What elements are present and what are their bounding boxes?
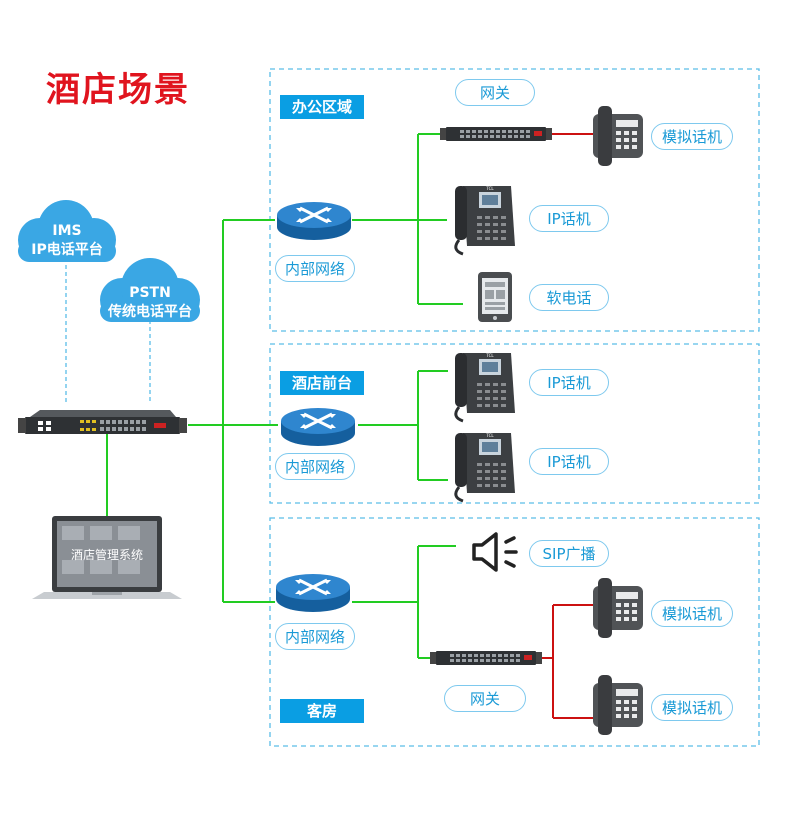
zone-label-office: 办公区域: [280, 95, 364, 119]
office-gateway-label: 网关: [455, 79, 535, 106]
guest-room-analog-phone-2-label: 模拟话机: [651, 694, 733, 721]
pstn-cloud-label: PSTN 传统电话平台: [100, 284, 200, 322]
pstn-cloud-icon: [100, 258, 200, 322]
zone-guest-room-border: [269, 517, 760, 747]
front-desk-ip-phone-2-icon: [453, 431, 517, 503]
zone-office-border: [269, 68, 760, 332]
office-ip-phone-icon: [453, 184, 517, 256]
laptop-label: 酒店管理系统: [70, 548, 143, 562]
front-desk-ip-phone-1-label: IP话机: [529, 369, 609, 396]
pstn-cloud-label-line2: 传统电话平台: [108, 304, 192, 320]
front-desk-ip-phone-2-label: IP话机: [529, 448, 609, 475]
tablet-icon: [478, 272, 512, 322]
pstn-cloud-label-line1: PSTN: [129, 285, 171, 301]
zone-front-desk-border: [269, 343, 760, 504]
ims-cloud-label-line1: IMS: [52, 223, 82, 239]
guest-room-analog-phone-1-label: 模拟话机: [651, 600, 733, 627]
guest-room-sip-broadcast-label: SIP广播: [529, 540, 609, 567]
guest-room-gateway-icon: [430, 651, 542, 665]
office-gateway-icon: [440, 127, 552, 141]
office-softphone-label: 软电话: [529, 284, 609, 311]
office-analog-phone-icon: [593, 106, 643, 166]
laptop-icon: [32, 516, 182, 599]
office-router-icon: [275, 200, 353, 242]
front-desk-router-label: 内部网络: [275, 453, 355, 480]
guest-room-analog-phone-2-icon: [593, 675, 643, 735]
zone-label-front-desk: 酒店前台: [280, 371, 364, 395]
guest-room-router-icon: [274, 572, 352, 614]
speaker-icon: [472, 532, 518, 572]
guest-room-router-label: 内部网络: [275, 623, 355, 650]
red-links: [538, 133, 593, 719]
ims-cloud-label: IMS IP电话平台: [18, 222, 116, 260]
guest-room-gateway-label: 网关: [444, 685, 526, 712]
ims-cloud-icon: [18, 200, 116, 262]
office-ip-phone-label: IP话机: [529, 205, 609, 232]
core-switch-icon: [18, 410, 187, 434]
zone-label-guest-room: 客房: [280, 699, 364, 723]
ims-cloud-label-line2: IP电话平台: [31, 242, 103, 258]
front-desk-ip-phone-1-icon: [453, 351, 517, 423]
page-title: 酒店场景: [46, 70, 190, 110]
guest-room-analog-phone-1-icon: [593, 578, 643, 638]
office-router-label: 内部网络: [275, 255, 355, 282]
front-desk-router-icon: [279, 406, 357, 448]
office-analog-phone-label: 模拟话机: [651, 123, 733, 150]
